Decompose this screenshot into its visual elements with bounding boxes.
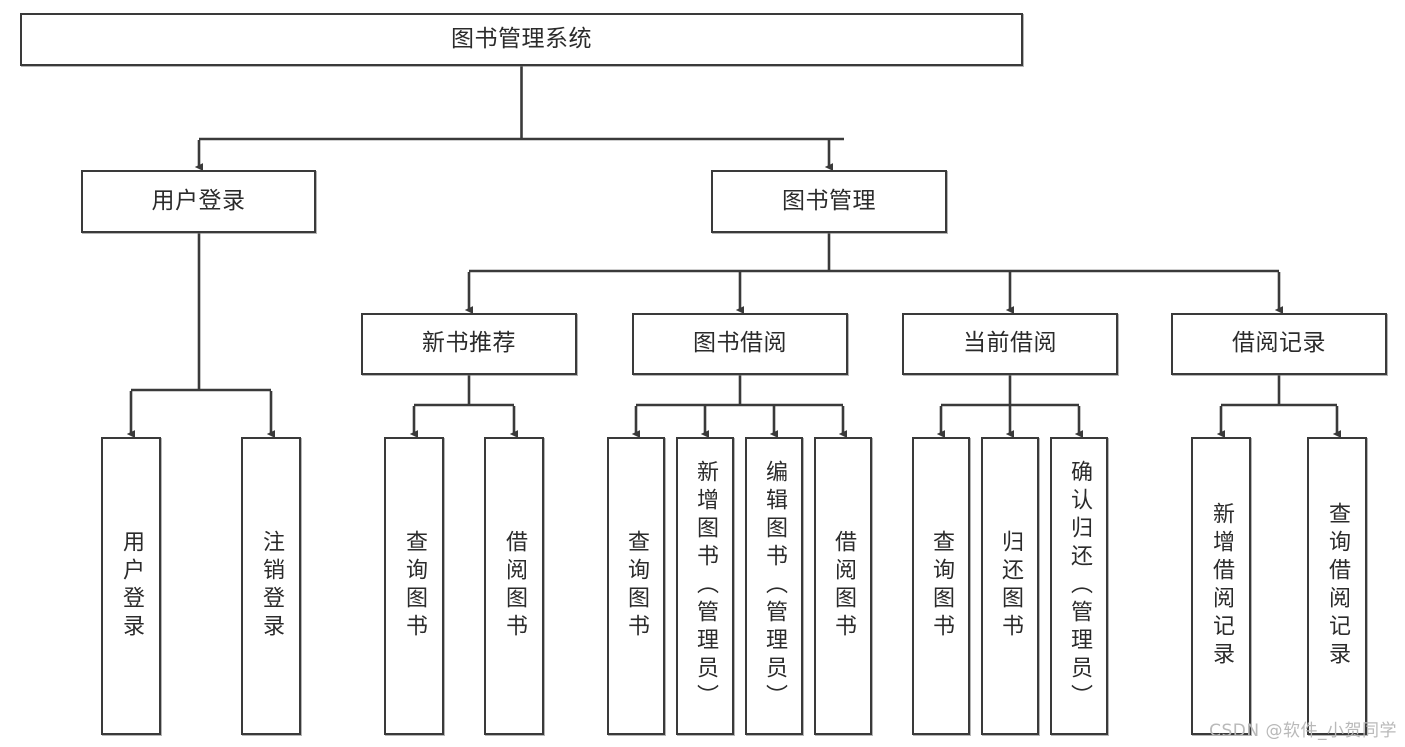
- node-label: 当前借阅: [963, 330, 1057, 357]
- node-label: 图书借阅: [693, 330, 787, 357]
- node-label: 用户登录: [119, 530, 144, 642]
- node-label: 查询图书: [929, 530, 954, 642]
- node-label: 借阅图书: [831, 530, 856, 642]
- node-leaf-bb-query-book[interactable]: 查询图书: [607, 437, 665, 735]
- node-leaf-bb-edit-book-admin[interactable]: 编辑图书（管理员）: [745, 437, 803, 735]
- node-root-book-management-system[interactable]: 图书管理系统: [20, 13, 1023, 66]
- node-leaf-nb-borrow-book[interactable]: 借阅图书: [484, 437, 544, 735]
- node-leaf-bb-add-book-admin[interactable]: 新增图书（管理员）: [676, 437, 734, 735]
- node-label: 确认归还（管理员）: [1067, 460, 1092, 712]
- node-leaf-nb-query-book[interactable]: 查询图书: [384, 437, 444, 735]
- node-label: 图书管理系统: [451, 25, 592, 52]
- node-book-borrow[interactable]: 图书借阅: [632, 313, 848, 375]
- node-label: 新增借阅记录: [1209, 502, 1234, 670]
- node-label: 新增图书（管理员）: [693, 460, 718, 712]
- node-leaf-logout[interactable]: 注销登录: [241, 437, 301, 735]
- node-leaf-br-query-record[interactable]: 查询借阅记录: [1307, 437, 1367, 735]
- node-leaf-cb-return-book[interactable]: 归还图书: [981, 437, 1039, 735]
- node-label: 借阅记录: [1232, 330, 1326, 357]
- node-label: 新书推荐: [422, 330, 516, 357]
- node-label: 用户登录: [151, 187, 246, 214]
- node-user-login[interactable]: 用户登录: [81, 170, 316, 233]
- node-label: 查询借阅记录: [1325, 502, 1350, 670]
- node-label: 查询图书: [624, 530, 649, 642]
- csdn-watermark: CSDN @软件_小贺同学: [1209, 721, 1397, 741]
- node-leaf-bb-borrow-book[interactable]: 借阅图书: [814, 437, 872, 735]
- node-label: 图书管理: [782, 187, 876, 214]
- node-leaf-user-login[interactable]: 用户登录: [101, 437, 161, 735]
- node-current-borrow[interactable]: 当前借阅: [902, 313, 1118, 375]
- node-leaf-cb-confirm-return-admin[interactable]: 确认归还（管理员）: [1050, 437, 1108, 735]
- node-label: 归还图书: [998, 530, 1023, 642]
- node-label: 借阅图书: [502, 530, 527, 642]
- node-leaf-br-add-record[interactable]: 新增借阅记录: [1191, 437, 1251, 735]
- node-new-book-recommend[interactable]: 新书推荐: [361, 313, 577, 375]
- node-book-management[interactable]: 图书管理: [711, 170, 947, 233]
- node-label: 注销登录: [259, 530, 284, 642]
- node-borrow-record[interactable]: 借阅记录: [1171, 313, 1387, 375]
- node-leaf-cb-query-book[interactable]: 查询图书: [912, 437, 970, 735]
- node-label: 编辑图书（管理员）: [762, 460, 787, 712]
- node-label: 查询图书: [402, 530, 427, 642]
